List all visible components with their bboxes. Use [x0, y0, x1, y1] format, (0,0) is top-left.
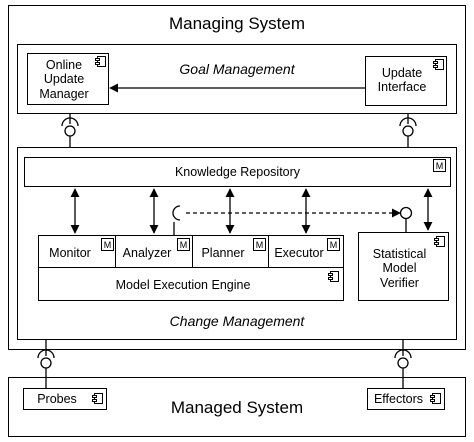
- analyzer-socket-icon: [172, 205, 181, 235]
- online-update-manager-component: [27, 53, 109, 105]
- model-execution-engine-label: Model Execution Engine: [115, 278, 251, 292]
- executor-label: Executor: [274, 246, 324, 260]
- knowledge-repository-component: [24, 157, 451, 187]
- statistical-model-verifier-component: [358, 232, 449, 301]
- component-icon: [92, 393, 103, 404]
- managed-system-title: Managed System: [170, 398, 304, 417]
- component-icon: [434, 236, 445, 247]
- managing-system-title: Managing System: [168, 14, 306, 33]
- update-interface-label: Update Interface: [377, 66, 427, 95]
- goal-management-label: Goal Management: [179, 61, 295, 77]
- statistical-model-verifier-label: Statistical Model Verifier: [372, 247, 427, 290]
- online-update-manager-label: Online Update Manager: [39, 58, 89, 101]
- probes-interface-icon: [37, 340, 55, 388]
- effectors-interface-icon: [394, 340, 412, 388]
- model-badge: M: [101, 238, 114, 251]
- effectors-label: Effectors: [373, 392, 424, 406]
- change-management-label: Change Management: [169, 313, 305, 329]
- analyzer-label: Analyzer: [122, 246, 172, 260]
- update-interface-component: [365, 56, 447, 106]
- verifier-interface-icon: [399, 206, 413, 232]
- model-badge: M: [433, 159, 446, 172]
- model-badge: M: [253, 238, 266, 251]
- provided-interface-icon: [399, 114, 417, 147]
- monitor-label: Monitor: [49, 246, 91, 260]
- model-execution-engine-component: [38, 267, 344, 301]
- component-icon: [328, 271, 339, 282]
- required-interface-icon: [61, 114, 79, 147]
- probes-label: Probes: [37, 392, 77, 406]
- component-icon: [95, 56, 106, 67]
- component-icon: [433, 59, 444, 70]
- planner-label: Planner: [201, 246, 245, 260]
- effectors-component: [367, 388, 445, 410]
- model-badge: M: [177, 238, 190, 251]
- probes-component: [23, 388, 107, 410]
- component-icon: [430, 393, 441, 404]
- model-badge: M: [327, 238, 340, 251]
- knowledge-repository-label: Knowledge Repository: [174, 165, 301, 179]
